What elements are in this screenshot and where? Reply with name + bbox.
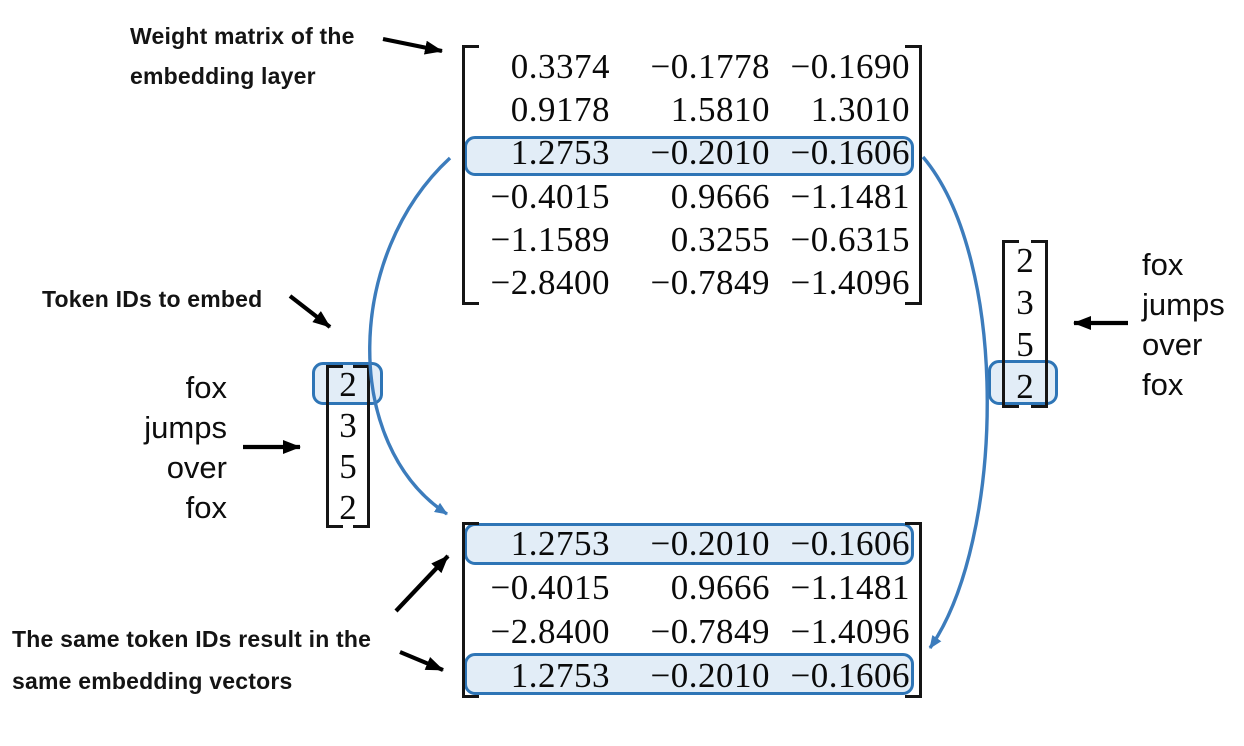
weight-matrix-rows: 0.3374 −0.1778 −0.1690 0.9178 1.5810 1.3… bbox=[462, 45, 922, 305]
matrix-cell: −0.1606 bbox=[790, 133, 910, 173]
token-word: over bbox=[1142, 327, 1203, 362]
arrow-same-ids-row1 bbox=[394, 554, 450, 613]
highlight-weight-row-3 bbox=[464, 136, 914, 176]
matrix-row: −2.8400 −0.7849 −1.4096 bbox=[462, 262, 922, 305]
token-word: fox bbox=[185, 370, 227, 405]
label-line: Weight matrix of the bbox=[130, 23, 355, 49]
matrix-cell: −1.1481 bbox=[790, 568, 910, 607]
matrix-cell: −0.2010 bbox=[650, 133, 770, 173]
matrix-cell: 0.9666 bbox=[670, 568, 770, 607]
vector-row: 2 bbox=[1002, 240, 1048, 282]
vector-row: 5 bbox=[326, 447, 370, 488]
vector-row: 3 bbox=[1002, 282, 1048, 324]
highlight-embedding-row-1 bbox=[464, 523, 914, 565]
matrix-row: −1.1589 0.3255 −0.6315 bbox=[462, 218, 922, 261]
label-line: embedding layer bbox=[130, 63, 316, 89]
token-id: 2 bbox=[339, 365, 357, 405]
matrix-cell: 1.2753 bbox=[510, 133, 610, 173]
token-id-vector-right: 2 3 5 2 bbox=[988, 240, 1058, 408]
matrix-cell: −0.1690 bbox=[790, 46, 910, 86]
bracket-left bbox=[462, 45, 479, 305]
matrix-cell: 1.5810 bbox=[670, 89, 770, 129]
matrix-cell: −0.2010 bbox=[650, 524, 770, 563]
bracket-right bbox=[905, 45, 922, 305]
token-id-values: 2 3 5 2 bbox=[1002, 240, 1048, 408]
token-id: 2 bbox=[1016, 241, 1034, 280]
matrix-cell: −0.7849 bbox=[650, 263, 770, 303]
vector-row-highlighted: 2 bbox=[326, 365, 370, 406]
token-words-left: fox jumps over fox bbox=[60, 368, 227, 528]
matrix-cell: −1.4096 bbox=[790, 612, 910, 651]
bracket-left bbox=[1002, 240, 1019, 408]
matrix-row-highlighted: 1.2753 −0.2010 −0.1606 bbox=[462, 654, 922, 698]
matrix-row: 0.9178 1.5810 1.3010 bbox=[462, 88, 922, 131]
arrow-weight-matrix-label bbox=[382, 36, 443, 55]
token-id: 2 bbox=[339, 487, 357, 527]
label-same-token-ids: The same token IDs result in the same em… bbox=[12, 618, 371, 702]
bracket-right bbox=[905, 522, 922, 698]
matrix-row-highlighted: 1.2753 −0.2010 −0.1606 bbox=[462, 132, 922, 175]
embedding-output-matrix: 1.2753 −0.2010 −0.1606 −0.4015 0.9666 −1… bbox=[462, 522, 922, 698]
arrow-token-ids-label bbox=[288, 294, 332, 329]
token-id: 5 bbox=[339, 446, 357, 486]
weight-matrix: 0.3374 −0.1778 −0.1690 0.9178 1.5810 1.3… bbox=[462, 45, 922, 305]
matrix-cell: 1.3010 bbox=[810, 89, 910, 129]
vector-row: 3 bbox=[326, 406, 370, 447]
vector-row-highlighted: 2 bbox=[1002, 366, 1048, 408]
curve-lookup-right bbox=[921, 155, 989, 649]
matrix-cell: −0.4015 bbox=[490, 568, 610, 607]
matrix-cell: −0.4015 bbox=[490, 176, 610, 216]
matrix-cell: −1.4096 bbox=[790, 263, 910, 303]
matrix-cell: −1.1481 bbox=[790, 176, 910, 216]
vector-row: 2 bbox=[326, 487, 370, 528]
token-word: fox bbox=[1142, 247, 1184, 282]
label-token-ids: Token IDs to embed bbox=[42, 286, 263, 312]
label-line: same embedding vectors bbox=[12, 668, 293, 694]
token-word: jumps bbox=[144, 410, 227, 445]
token-id-vector-left: 2 3 5 2 bbox=[312, 362, 383, 528]
bracket-right bbox=[353, 365, 370, 528]
token-id: 5 bbox=[1016, 325, 1034, 364]
token-word: fox bbox=[1142, 367, 1184, 402]
matrix-cell: 0.9178 bbox=[510, 89, 610, 129]
token-word: over bbox=[166, 450, 227, 485]
matrix-row: −2.8400 −0.7849 −1.4096 bbox=[462, 610, 922, 654]
token-words-right: fox jumps over fox bbox=[1142, 245, 1225, 405]
matrix-cell: 1.2753 bbox=[510, 656, 610, 695]
matrix-cell: −0.1606 bbox=[790, 656, 910, 695]
token-word: fox bbox=[185, 490, 227, 525]
matrix-cell: −1.1589 bbox=[490, 219, 610, 259]
bracket-right bbox=[1031, 240, 1048, 408]
token-id: 3 bbox=[1016, 283, 1034, 322]
matrix-cell: 0.3255 bbox=[670, 219, 770, 259]
matrix-cell: −0.6315 bbox=[790, 219, 910, 259]
matrix-row-highlighted: 1.2753 −0.2010 −0.1606 bbox=[462, 522, 922, 566]
matrix-row: −0.4015 0.9666 −1.1481 bbox=[462, 175, 922, 218]
token-word: jumps bbox=[1142, 287, 1225, 322]
matrix-cell: −2.8400 bbox=[490, 612, 610, 651]
matrix-cell: −0.1778 bbox=[650, 46, 770, 86]
token-id: 2 bbox=[1016, 367, 1034, 406]
matrix-row: 0.3374 −0.1778 −0.1690 bbox=[462, 45, 922, 88]
matrix-cell: 0.9666 bbox=[670, 176, 770, 216]
label-line: The same token IDs result in the bbox=[12, 626, 372, 652]
token-id: 3 bbox=[339, 406, 357, 446]
token-id-values: 2 3 5 2 bbox=[326, 365, 370, 528]
bracket-left bbox=[462, 522, 479, 698]
embedding-matrix-rows: 1.2753 −0.2010 −0.1606 −0.4015 0.9666 −1… bbox=[462, 522, 922, 698]
matrix-cell: −0.1606 bbox=[790, 524, 910, 563]
bracket-left bbox=[326, 365, 343, 528]
matrix-row: −0.4015 0.9666 −1.1481 bbox=[462, 566, 922, 610]
arrow-same-ids-row4 bbox=[399, 650, 444, 672]
curve-lookup-left bbox=[368, 156, 452, 516]
matrix-cell: −2.8400 bbox=[490, 263, 610, 303]
matrix-cell: −0.7849 bbox=[650, 612, 770, 651]
label-weight-matrix: Weight matrix of the embedding layer bbox=[130, 16, 355, 96]
highlight-embedding-row-4 bbox=[464, 653, 914, 695]
matrix-cell: −0.2010 bbox=[650, 656, 770, 695]
matrix-cell: 1.2753 bbox=[510, 524, 610, 563]
vector-row: 5 bbox=[1002, 324, 1048, 366]
matrix-cell: 0.3374 bbox=[510, 46, 610, 86]
